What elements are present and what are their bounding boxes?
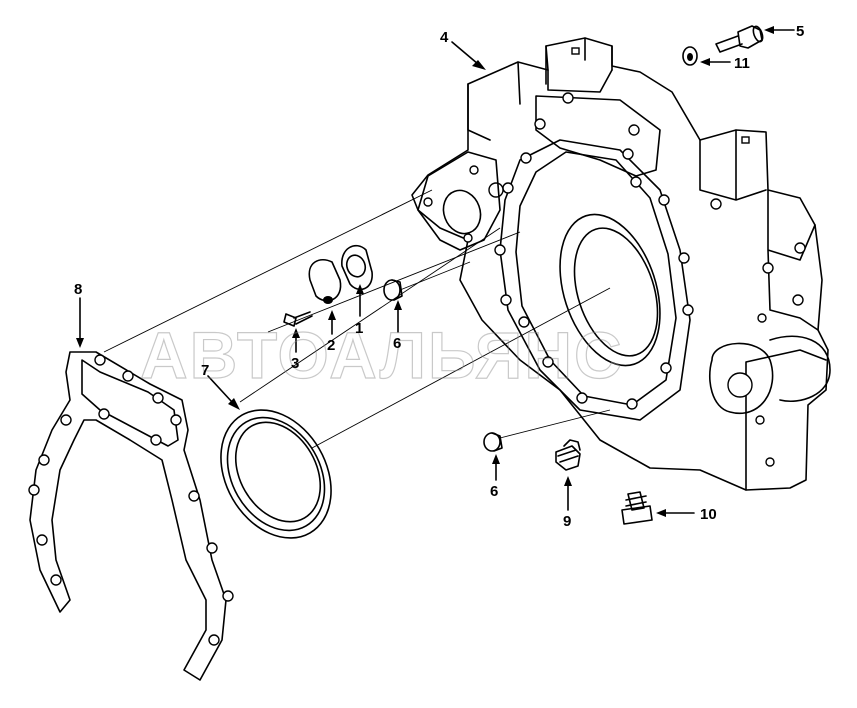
- callout-6-lower: 6: [490, 483, 498, 500]
- callout-5: 5: [796, 23, 804, 40]
- cover-plate-part-1: [341, 244, 373, 291]
- screw-part-3: [283, 311, 313, 327]
- rear-seal-part-7: [220, 409, 332, 539]
- washer-part-11: [682, 46, 698, 66]
- callout-9: 9: [563, 513, 571, 530]
- callout-8: 8: [74, 281, 82, 298]
- callout-1: 1: [355, 320, 363, 337]
- plug-part-6-upper: [383, 279, 403, 301]
- callout-10: 10: [700, 506, 717, 523]
- housing-gasket-part-8: [28, 351, 234, 681]
- fitting-part-10: [621, 491, 653, 525]
- fitting-part-9: [555, 439, 581, 471]
- callout-3: 3: [291, 355, 299, 372]
- projection-lines: [103, 189, 611, 449]
- callout-labels: 1 2 3 4 5 6 6 7 8 9 10 11: [74, 23, 804, 530]
- callout-4: 4: [440, 29, 449, 46]
- plug-part-6-lower: [483, 432, 503, 452]
- bolt-part-5: [715, 25, 764, 53]
- callout-arrows: [76, 26, 795, 517]
- watermark-text: АВТОАЛЬЯНС: [140, 318, 624, 392]
- flywheel-housing: [411, 37, 831, 491]
- callout-7: 7: [201, 362, 209, 379]
- gasket-part-2: [308, 258, 342, 304]
- callout-11: 11: [734, 55, 750, 72]
- callout-2: 2: [327, 337, 335, 354]
- callout-6-upper: 6: [393, 335, 401, 352]
